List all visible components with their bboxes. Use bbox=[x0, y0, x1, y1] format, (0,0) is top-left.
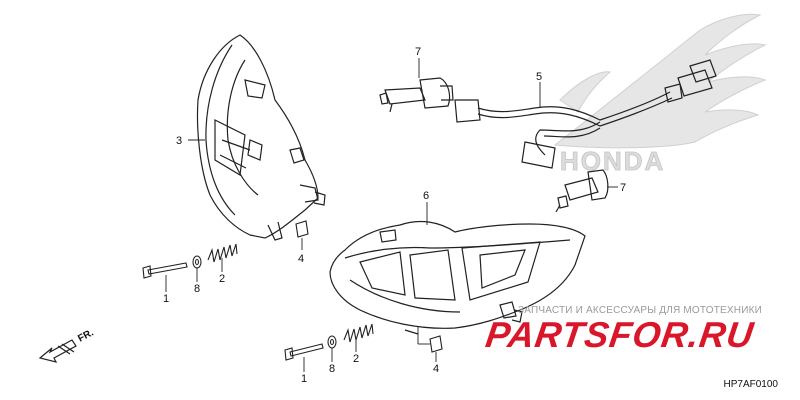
watermark-subtitle: ЗАПЧАСТИ И АКСЕССУАРЫ ДЛЯ МОТОТЕХНИКИ bbox=[518, 305, 763, 316]
callout-8-upper: 8 bbox=[194, 283, 200, 295]
callout-7-lower: 7 bbox=[620, 182, 626, 194]
screw-part-1-lower bbox=[284, 343, 324, 361]
headlight-left-part-3 bbox=[196, 34, 326, 241]
wire-harness-part-5 bbox=[454, 59, 717, 169]
callout-1-upper: 1 bbox=[163, 293, 169, 305]
screw-part-1-upper bbox=[142, 262, 188, 279]
bulb-upper-part-7 bbox=[379, 77, 454, 113]
callout-4-upper: 4 bbox=[298, 253, 304, 265]
clip-nut-part-4-lower bbox=[429, 335, 443, 353]
callout-5: 5 bbox=[536, 71, 542, 83]
washer-part-8-upper bbox=[192, 255, 202, 269]
diagram-code: HP7AF0100 bbox=[723, 379, 778, 390]
callout-8-lower: 8 bbox=[329, 363, 335, 375]
washer-part-8-lower bbox=[327, 335, 337, 349]
honda-logo-text: HONDA bbox=[560, 146, 665, 176]
callout-1-lower: 1 bbox=[301, 373, 307, 385]
front-label: FR. bbox=[76, 327, 96, 344]
front-arrow-icon bbox=[38, 339, 77, 363]
clip-nut-part-4-upper bbox=[295, 220, 309, 238]
callout-7-upper: 7 bbox=[415, 46, 421, 58]
leader-lines bbox=[165, 58, 618, 372]
callout-2-upper: 2 bbox=[219, 273, 225, 285]
spring-part-2-lower bbox=[343, 323, 374, 343]
callout-6: 6 bbox=[423, 190, 429, 202]
spring-part-2-upper bbox=[207, 243, 238, 263]
bulb-lower-part-7 bbox=[555, 169, 609, 213]
honda-wing-logo bbox=[553, 13, 767, 149]
watermark-site: PARTSFOR.RU bbox=[483, 314, 757, 355]
callout-3: 3 bbox=[176, 135, 182, 147]
headlight-right-part-6 bbox=[329, 220, 586, 335]
callout-2-lower: 2 bbox=[353, 353, 359, 365]
callout-4-lower: 4 bbox=[433, 363, 439, 375]
